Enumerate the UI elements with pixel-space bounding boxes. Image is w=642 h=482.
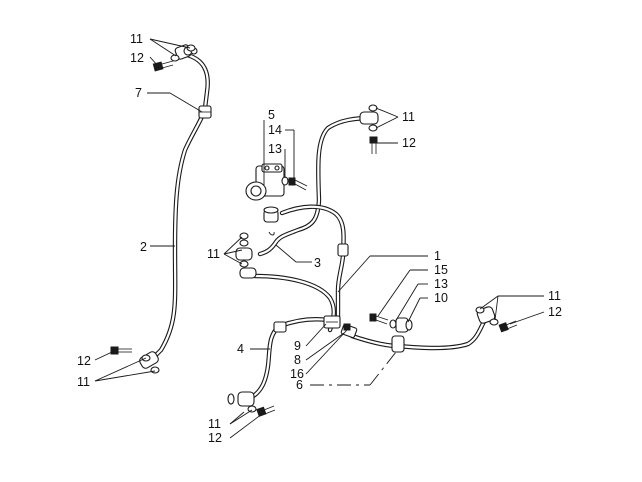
callout-11-right: 11 bbox=[548, 289, 561, 303]
callout-5: 5 bbox=[268, 108, 275, 122]
callout-11-bottom: 11 bbox=[208, 417, 221, 431]
callout-13-top: 13 bbox=[268, 142, 282, 156]
clip-on-hose-4 bbox=[273, 321, 287, 333]
callout-11-bottom-left: 11 bbox=[77, 375, 90, 389]
leader-lines bbox=[94, 38, 545, 439]
hose-right bbox=[349, 315, 489, 351]
bolt-12-top-left bbox=[152, 60, 174, 72]
callout-4: 4 bbox=[237, 342, 244, 356]
callout-labels: 11 12 7 2 12 11 5 14 13 11 12 11 3 1 15 … bbox=[77, 32, 562, 445]
connector-below-switch bbox=[263, 206, 279, 236]
callout-12-bottom: 12 bbox=[208, 431, 222, 445]
banjo-fitting-mid-left bbox=[235, 232, 257, 279]
fitting-10 bbox=[395, 317, 413, 333]
callout-1: 1 bbox=[434, 249, 441, 263]
bolt-12-right bbox=[498, 320, 518, 333]
callout-12-top-right: 12 bbox=[402, 136, 416, 150]
callout-11-top-right: 11 bbox=[402, 110, 415, 124]
callout-7: 7 bbox=[135, 86, 142, 100]
callout-12-top-left: 12 bbox=[130, 51, 144, 65]
callout-6: 6 bbox=[296, 378, 303, 392]
bolt-12-top-right bbox=[369, 136, 378, 154]
callout-12-right: 12 bbox=[548, 305, 562, 319]
bolt-15 bbox=[369, 313, 389, 325]
clip-on-hose-3 bbox=[337, 243, 349, 257]
bolt-12-bottom bbox=[256, 405, 276, 417]
callout-8: 8 bbox=[294, 353, 301, 367]
bolt-16 bbox=[343, 323, 351, 331]
callout-15: 15 bbox=[434, 263, 448, 277]
banjo-fitting-bottom bbox=[227, 391, 257, 413]
hose-group bbox=[148, 51, 489, 401]
callout-2: 2 bbox=[140, 240, 147, 254]
callout-13-right: 13 bbox=[434, 277, 448, 291]
hose-2 bbox=[148, 51, 210, 363]
callout-11-mid-left: 11 bbox=[207, 247, 220, 261]
callout-10: 10 bbox=[434, 291, 448, 305]
callout-12-bottom-left: 12 bbox=[77, 354, 91, 368]
callout-14: 14 bbox=[268, 123, 282, 137]
bracket-9 bbox=[323, 315, 341, 329]
bolt-12-bottom-left bbox=[110, 346, 132, 355]
banjo-fitting-top-right bbox=[359, 104, 379, 132]
bolt-14 bbox=[288, 177, 308, 191]
washer-11-top-left bbox=[170, 44, 196, 62]
clip-7 bbox=[198, 105, 212, 119]
callout-9: 9 bbox=[294, 339, 301, 353]
callout-16: 16 bbox=[290, 367, 304, 381]
pressure-switch-5 bbox=[245, 163, 285, 201]
t-junction-6 bbox=[391, 335, 405, 353]
washer-13-top bbox=[281, 176, 289, 186]
banjo-fitting-right bbox=[475, 306, 499, 326]
callout-11-top-left: 11 bbox=[130, 32, 143, 46]
callout-3: 3 bbox=[314, 256, 321, 270]
